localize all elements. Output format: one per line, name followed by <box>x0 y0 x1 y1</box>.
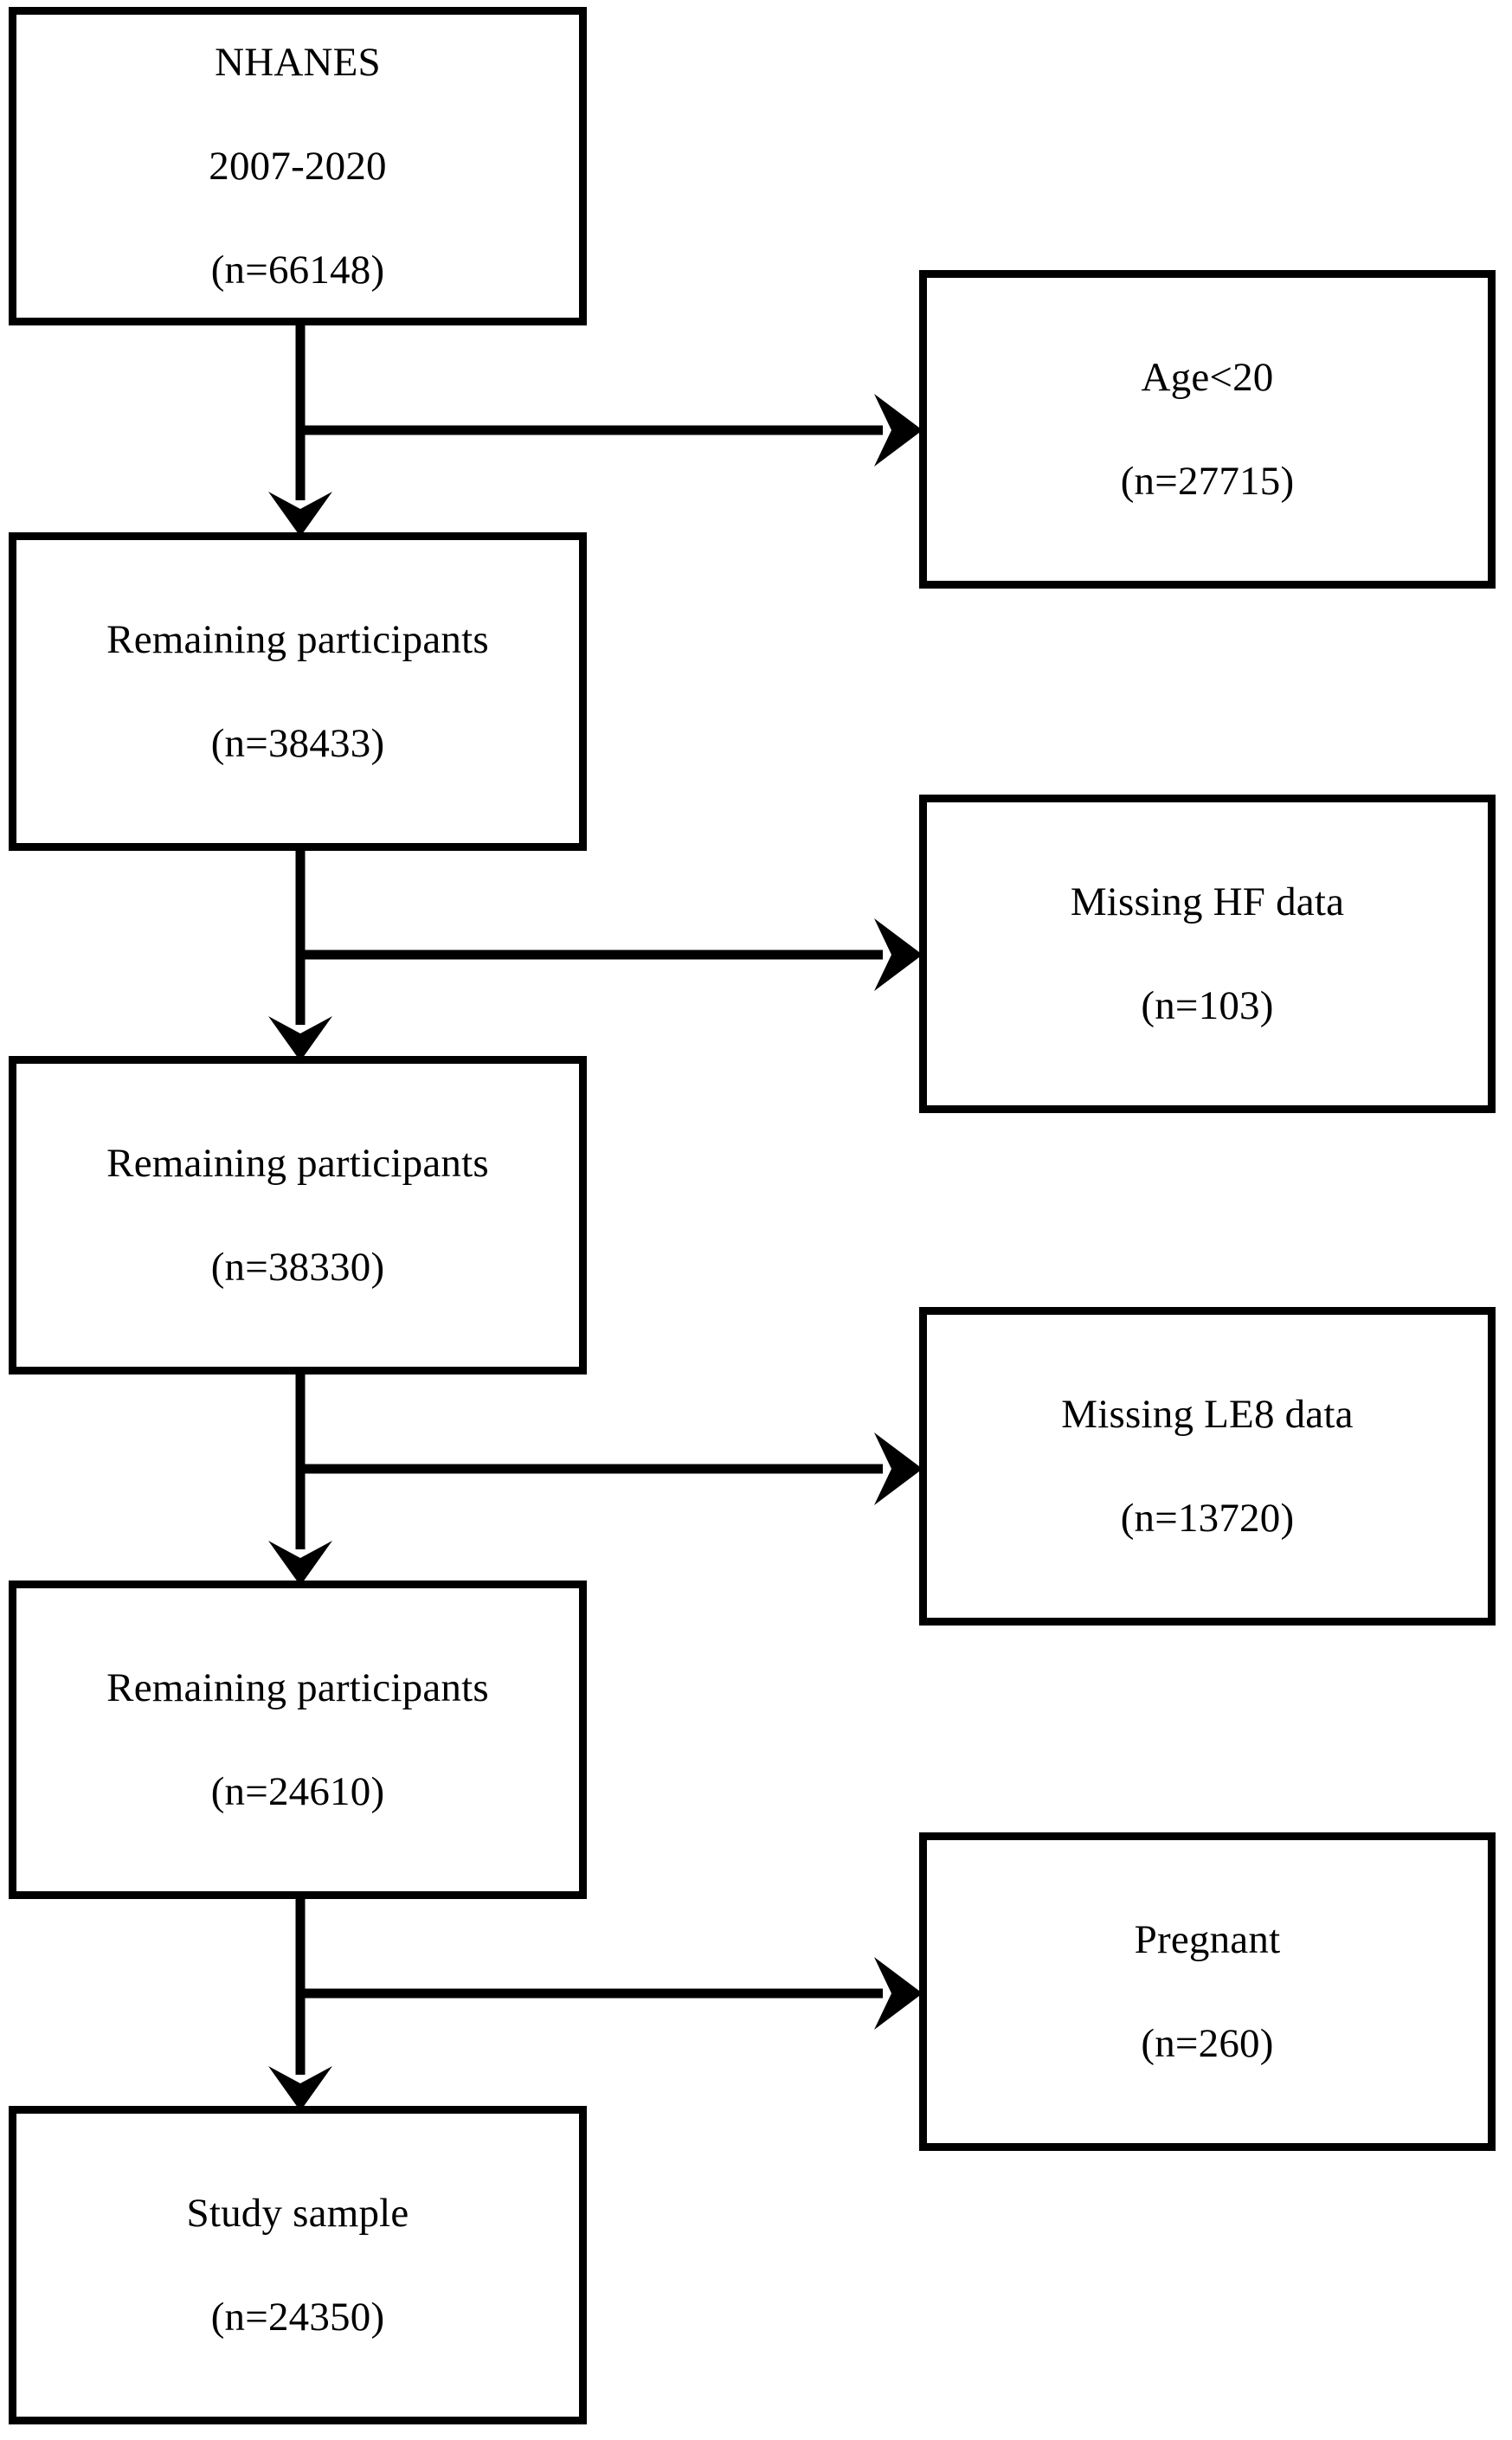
node-study-sample-line-1: Study sample <box>186 2190 409 2236</box>
node-exclusion-age: Age<20 (n=27715) <box>919 270 1496 589</box>
node-source-line-2: 2007-2020 <box>209 143 387 189</box>
node-remaining-2-text: Remaining participants (n=38330) <box>98 1085 498 1346</box>
node-exclusion-pregnant-text: Pregnant (n=260) <box>1126 1862 1290 2122</box>
node-remaining-1-text: Remaining participants (n=38433) <box>98 562 498 822</box>
edge-remaining3-to-study-sample <box>268 1899 332 2111</box>
node-source-line-3: (n=66148) <box>210 248 385 293</box>
node-remaining-3: Remaining participants (n=24610) <box>9 1581 587 1899</box>
node-exclusion-missing-le8: Missing LE8 data (n=13720) <box>919 1307 1496 1626</box>
node-exclusion-missing-le8-text: Missing LE8 data (n=13720) <box>1052 1336 1361 1597</box>
node-source-line-1: NHANES <box>215 39 381 85</box>
node-remaining-2-line-2: (n=38330) <box>210 1245 385 1291</box>
node-remaining-3-line-2: (n=24610) <box>210 1769 385 1815</box>
node-exclusion-pregnant-line-2: (n=260) <box>1141 2021 1274 2067</box>
node-study-sample: Study sample (n=24350) <box>9 2106 587 2424</box>
edge-remaining2-to-exclusion-le8 <box>300 1432 923 1505</box>
node-source: NHANES 2007-2020 (n=66148) <box>9 7 587 325</box>
node-remaining-2-line-1: Remaining participants <box>106 1140 489 1186</box>
edge-source-to-exclusion-age <box>300 394 923 467</box>
node-exclusion-age-line-1: Age<20 <box>1141 354 1274 400</box>
edge-remaining1-to-exclusion-hf <box>300 918 923 991</box>
node-exclusion-missing-hf-line-1: Missing HF data <box>1070 879 1345 924</box>
edge-remaining1-to-remaining2 <box>268 850 332 1061</box>
node-study-sample-text: Study sample (n=24350) <box>178 2135 418 2396</box>
node-remaining-2: Remaining participants (n=38330) <box>9 1056 587 1375</box>
node-source-text: NHANES 2007-2020 (n=66148) <box>200 0 395 349</box>
node-exclusion-age-text: Age<20 (n=27715) <box>1112 299 1303 560</box>
node-study-sample-line-2: (n=24350) <box>210 2295 385 2340</box>
node-exclusion-missing-hf: Missing HF data (n=103) <box>919 795 1496 1113</box>
node-exclusion-pregnant: Pregnant (n=260) <box>919 1832 1496 2151</box>
node-remaining-1-line-1: Remaining participants <box>106 616 489 662</box>
node-exclusion-missing-hf-text: Missing HF data (n=103) <box>1062 824 1353 1085</box>
edge-source-to-remaining1 <box>268 325 332 537</box>
node-remaining-1-line-2: (n=38433) <box>210 721 385 767</box>
node-exclusion-pregnant-line-1: Pregnant <box>1134 1916 1281 1962</box>
node-remaining-3-line-1: Remaining participants <box>106 1664 489 1710</box>
node-exclusion-age-line-2: (n=27715) <box>1120 459 1295 505</box>
edge-remaining2-to-remaining3 <box>268 1375 332 1586</box>
node-remaining-1: Remaining participants (n=38433) <box>9 532 587 851</box>
node-remaining-3-text: Remaining participants (n=24610) <box>98 1610 498 1870</box>
node-exclusion-missing-hf-line-2: (n=103) <box>1141 983 1274 1029</box>
edge-remaining3-to-exclusion-pregnant <box>300 1957 923 2030</box>
node-exclusion-missing-le8-line-2: (n=13720) <box>1120 1496 1295 1542</box>
node-exclusion-missing-le8-line-1: Missing LE8 data <box>1061 1391 1354 1437</box>
